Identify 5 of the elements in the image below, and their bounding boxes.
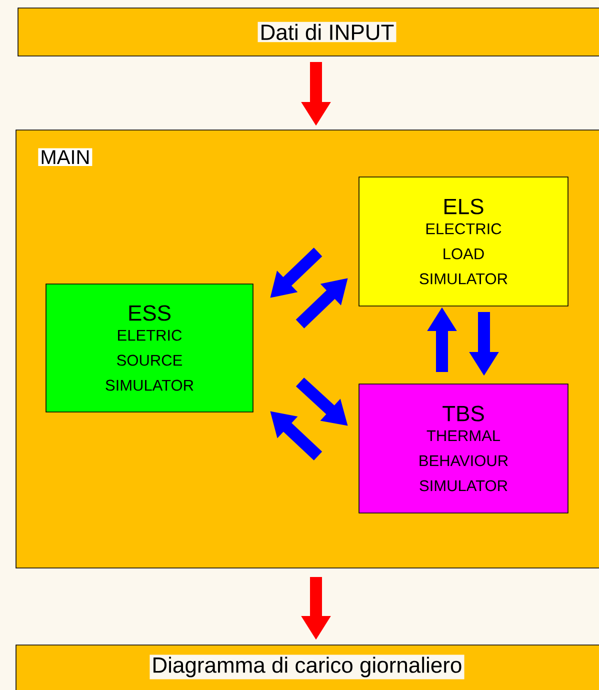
process-box: ELS ELECTRIC LOAD SIMULATOR [358, 176, 568, 306]
banner-box: Dati di INPUT [18, 8, 599, 56]
process-box: TBS THERMAL BEHAVIOUR SIMULATOR [358, 384, 568, 514]
banner-box: Diagramma di carico giornaliero [16, 644, 599, 690]
process-box: ESS ELETRIC SOURCE SIMULATOR [46, 284, 254, 412]
